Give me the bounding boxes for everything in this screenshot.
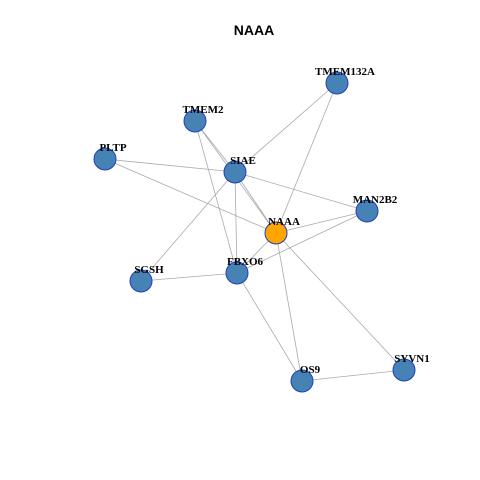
edge-tmem2-fbxo6 [194,120,238,274]
edge-pltp-siae [104,158,236,173]
node-syvn1[interactable] [392,358,416,382]
edge-siae-man2b2 [234,171,368,212]
node-label-siae: SIAE [230,155,256,167]
edges-layer [104,82,405,382]
edge-tmem132a-naaa [275,82,338,234]
edge-tmem132a-siae [234,82,338,173]
node-os9[interactable] [290,369,314,393]
node-man2b2[interactable] [355,199,379,223]
edge-sgsh-fbxo6 [140,272,238,282]
edge-fbxo6-os9 [236,272,303,382]
edge-siae-fbxo6 [234,171,238,274]
node-label-man2b2: MAN2B2 [353,194,398,206]
edge-siae-naaa [234,171,277,234]
edge-naaa-os9 [275,232,303,382]
nodes-layer [93,71,416,393]
graph-title: NAAA [234,22,274,38]
edge-naaa-syvn1 [275,232,405,371]
node-label-pltp: PLTP [99,142,126,154]
edge-man2b2-naaa [275,210,368,234]
node-label-tmem132a: TMEM132A [315,66,375,78]
node-tmem132a[interactable] [325,71,349,95]
node-label-tmem2: TMEM2 [183,104,224,116]
node-sgsh[interactable] [129,269,153,293]
edge-os9-syvn1 [301,369,405,382]
edge-siae-sgsh [140,171,236,282]
node-naaa[interactable] [264,221,288,245]
node-label-naaa: NAAA [268,216,300,228]
node-tmem2[interactable] [183,109,207,133]
node-pltp[interactable] [93,147,117,171]
node-label-fbxo6: FBXO6 [227,256,264,268]
node-fbxo6[interactable] [225,261,249,285]
node-label-os9: OS9 [300,364,321,376]
node-label-sgsh: SGSH [134,264,164,276]
edge-man2b2-fbxo6 [236,210,368,274]
node-label-syvn1: SYVN1 [394,353,429,365]
node-siae[interactable] [223,160,247,184]
edge-pltp-naaa [104,158,277,234]
